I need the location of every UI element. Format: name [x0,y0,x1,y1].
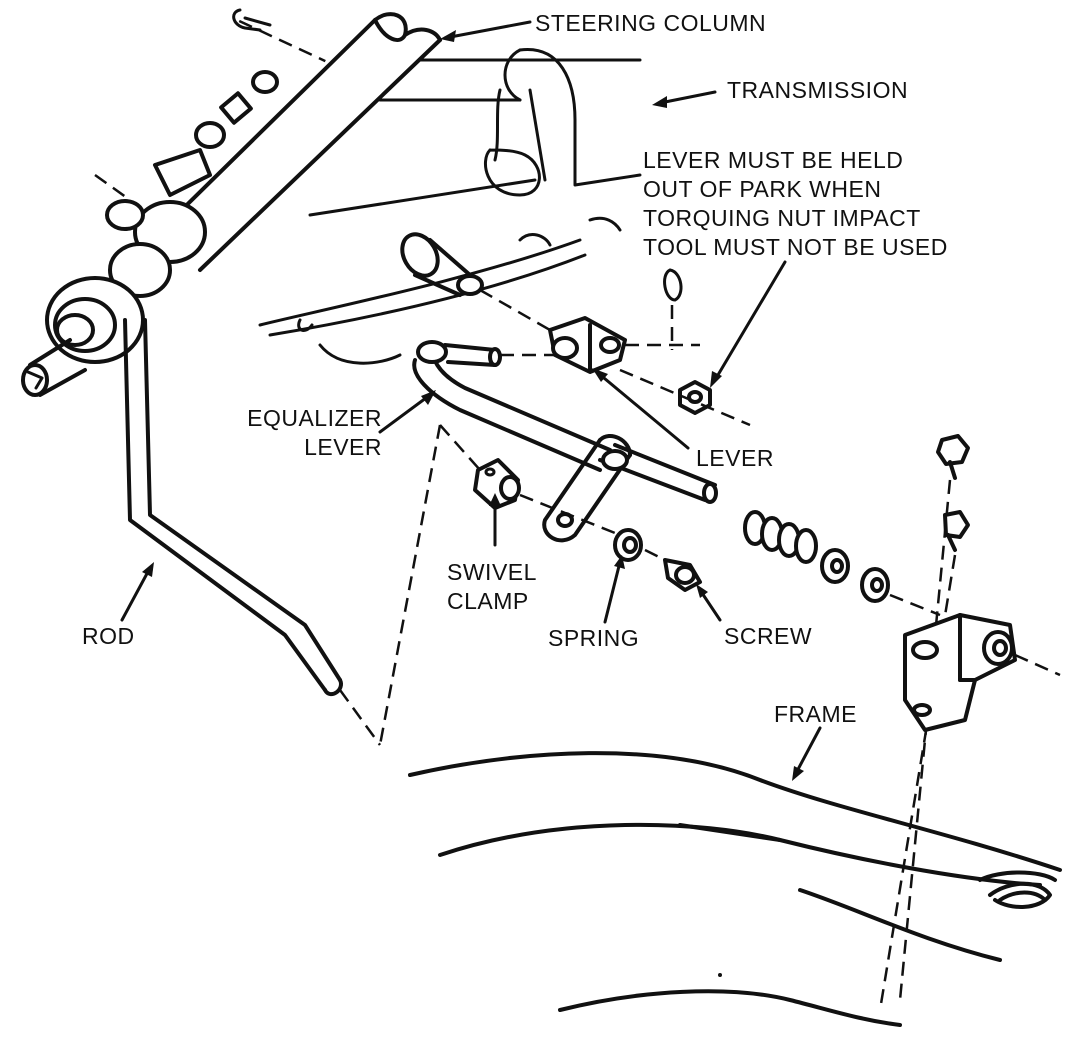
swivel-clamp-label: SWIVEL CLAMP [447,558,537,616]
swivel-clamp-label-line: SWIVEL [447,559,537,585]
equalizer-lever-label-line: EQUALIZER [247,405,382,431]
equalizer-lever-label: EQUALIZER LEVER [232,404,382,462]
rod [123,318,382,746]
linkage-bracket [258,216,622,365]
vehicle-frame [408,751,1062,1027]
equalizer-lever-label-line: LEVER [304,434,382,460]
upper-lever [548,268,751,427]
torque-note-line: TOOL MUST NOT BE USED [643,234,948,260]
frame-bracket [903,613,1061,732]
torque-note-line: OUT OF PARK WHEN [643,176,882,202]
torque-note: LEVER MUST BE HELD OUT OF PARK WHEN TORQ… [643,146,948,262]
spring-stack [743,510,941,617]
swivel-clamp-label-line: CLAMP [447,588,529,614]
steering-column [21,8,442,397]
torque-note-line: TORQUING NUT IMPACT [643,205,921,231]
torque-note-line: LEVER MUST BE HELD [643,147,904,173]
spring-label: SPRING [548,625,640,651]
frame-bolts [878,434,970,1011]
equalizer-lever [412,340,718,543]
leader-arrows [120,20,822,781]
rod-label: ROD [82,623,135,649]
steering-column-label: STEERING COLUMN [535,10,767,36]
frame-label: FRAME [774,701,857,727]
transmission-housing [308,48,642,217]
lever-label: LEVER [696,445,774,471]
screw-label: SCREW [724,623,813,649]
spring-and-screw [613,528,702,592]
transmission-label: TRANSMISSION [727,77,909,103]
swivel-clamp [378,424,621,746]
